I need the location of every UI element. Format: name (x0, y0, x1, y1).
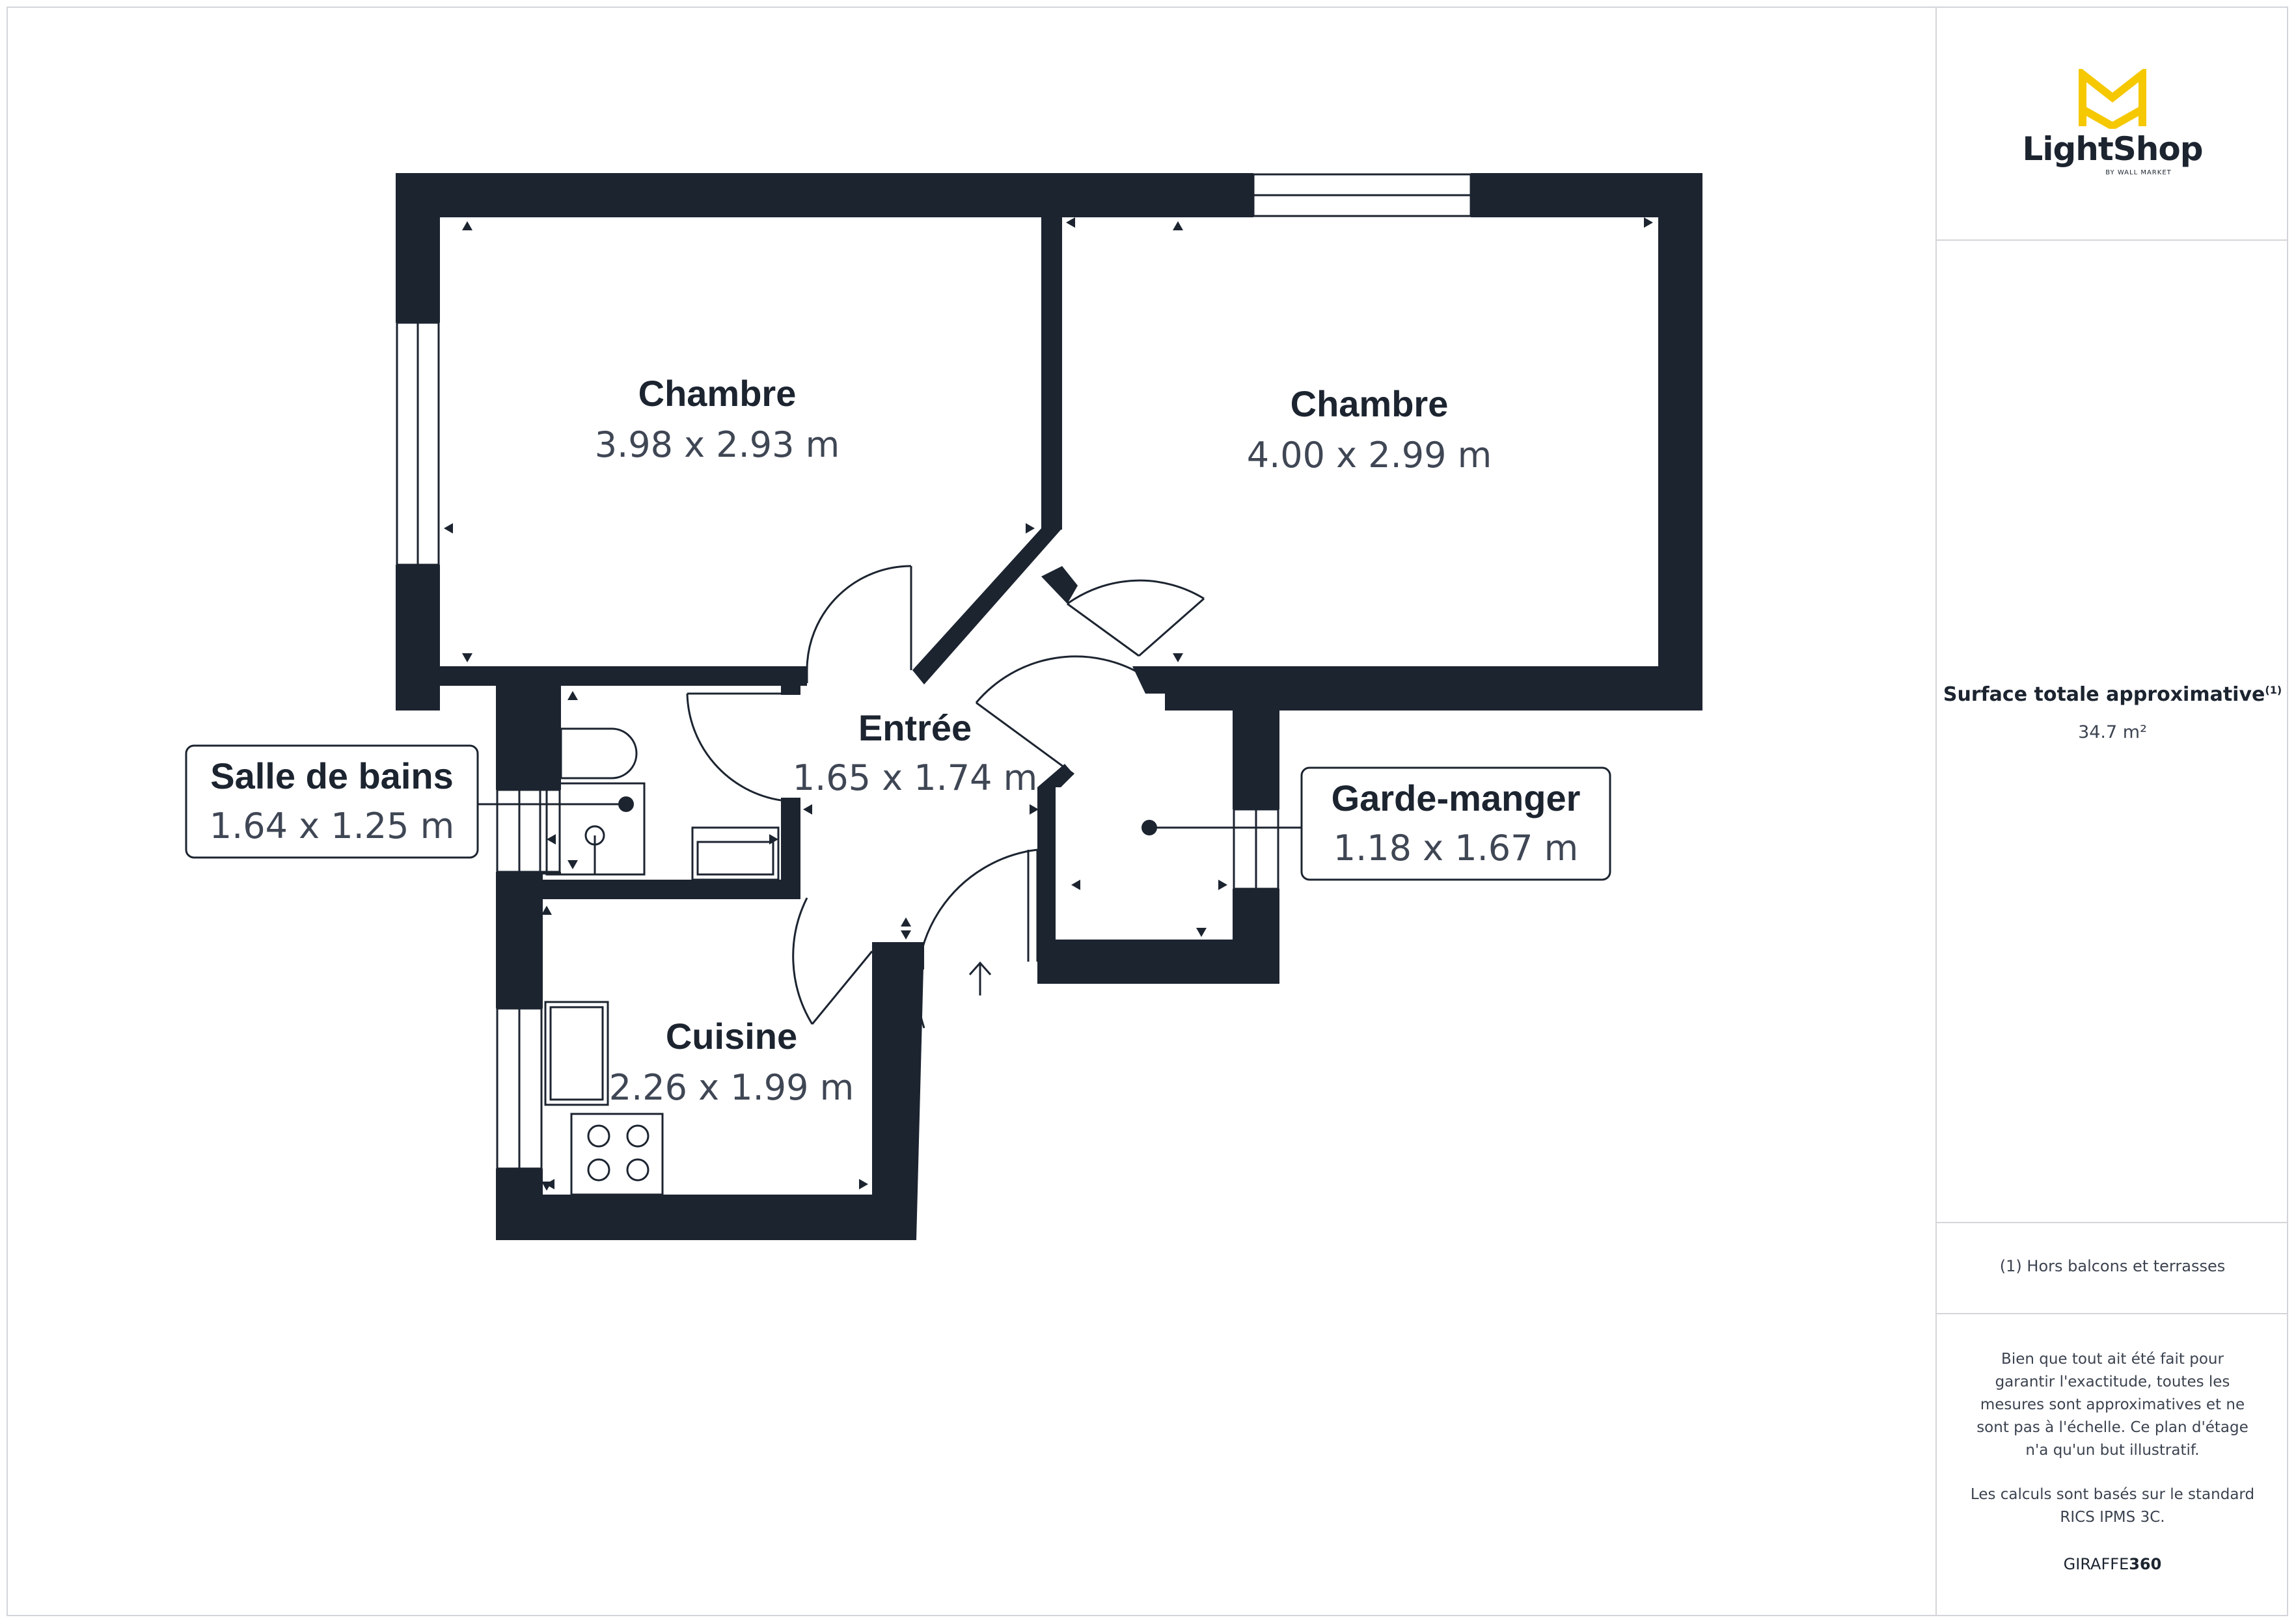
room-name: Cuisine (666, 1016, 797, 1057)
footnote-section: (1) Hors balcons et terrasses (1937, 1223, 2288, 1314)
room-dimensions: 4.00 x 2.99 m (1247, 435, 1492, 476)
sidebar: LightShop BY WALL MARKET Surface totale … (1935, 7, 2288, 1616)
callout-box (185, 744, 479, 859)
area-value: 34.7 m² (2078, 722, 2147, 742)
room-garde-manger: Garde-manger 1.18 x 1.67 m (1141, 766, 1611, 881)
standard-note: Les calculs sont basés sur le standard R… (1970, 1486, 2255, 1526)
room-dimensions: 1.18 x 1.67 m (1333, 828, 1579, 869)
measure-markers (444, 217, 1653, 1191)
room-name: Garde-manger (1332, 778, 1581, 819)
page-frame (7, 7, 2288, 1616)
fixtures (544, 727, 780, 1196)
walls (396, 173, 1702, 1240)
room-name: Entrée (858, 707, 972, 748)
room-name: Salle de bains (210, 755, 454, 796)
footnote-mark: (1) (2265, 684, 2282, 696)
room-entree: Entrée 1.65 x 1.74 m (793, 707, 1038, 798)
area-title: Surface totale approximative(1) (1943, 683, 2282, 706)
brand-subtitle: BY WALL MARKET (2105, 169, 2172, 176)
disclaimer-text: Bien que tout ait été fait pour garantir… (1976, 1351, 2248, 1459)
giraffe-brand: GIRAFFE360 (2063, 1555, 2162, 1573)
room-chambre-2: Chambre 4.00 x 2.99 m (1247, 383, 1492, 476)
area-section: Surface totale approximative(1) 34.7 m² (1937, 241, 2288, 1223)
room-dimensions: 1.65 x 1.74 m (793, 757, 1038, 798)
room-cuisine: Cuisine 2.26 x 1.99 m (609, 1016, 854, 1108)
windows (396, 173, 1472, 1170)
callout-box (1300, 766, 1611, 881)
room-name: Chambre (638, 373, 797, 414)
floor-plan: Chambre 3.98 x 2.93 m Chambre 4.00 x 2.9… (185, 173, 1702, 1240)
room-dimensions: 3.98 x 2.93 m (595, 424, 840, 465)
room-chambre-1: Chambre 3.98 x 2.93 m (595, 373, 840, 465)
footnote-text: (1) Hors balcons et terrasses (1999, 1257, 2226, 1275)
room-dimensions: 2.26 x 1.99 m (609, 1067, 854, 1108)
disclaimer-section: Bien que tout ait été fait pour garantir… (1937, 1314, 2288, 1615)
lightshop-logo-icon (2079, 69, 2146, 129)
logo-section: LightShop BY WALL MARKET (1937, 7, 2288, 241)
room-dimensions: 1.64 x 1.25 m (210, 805, 455, 846)
room-name: Chambre (1291, 383, 1449, 424)
doors (686, 565, 1205, 1029)
room-salle-de-bains: Salle de bains 1.64 x 1.25 m (185, 744, 626, 859)
brand-name: LightShop (2022, 130, 2203, 168)
